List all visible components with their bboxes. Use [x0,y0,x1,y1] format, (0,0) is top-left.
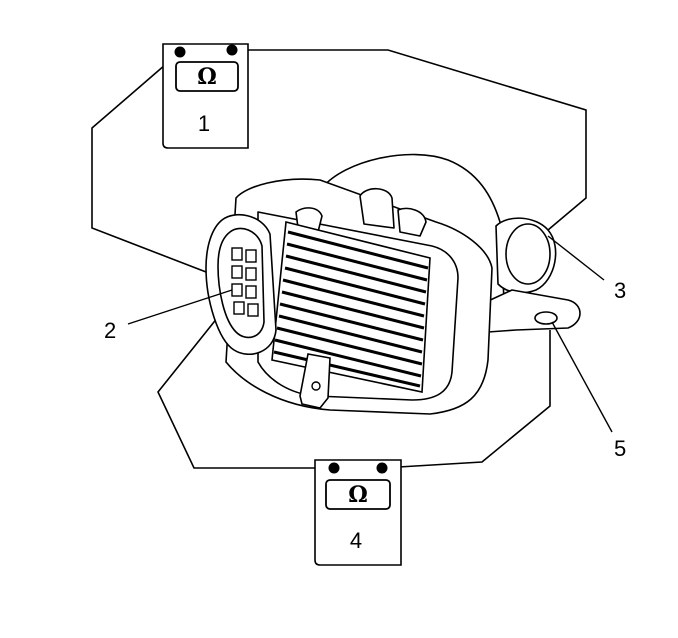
terminal [231,265,243,279]
clip-right [397,207,427,237]
ohmmeter-4-label: 4 [350,528,362,553]
lead-meter4-right [381,330,551,469]
leader-2 [127,289,233,325]
terminal [233,301,245,315]
ohmmeter-4-probe-left [328,462,340,474]
ohmmeter-4-display [325,479,391,510]
fin [273,350,421,388]
terminal [245,285,257,299]
ohmmeter-1-label: 1 [198,111,210,136]
terminal [231,247,243,261]
callout-5: 5 [614,436,626,461]
terminal [231,283,243,297]
strap-top [359,187,395,229]
fin [274,338,422,378]
mounting-bracket [485,289,581,333]
motor-end-face [505,223,551,285]
ohmmeter-1: Ω 1 [162,43,249,149]
leader-5 [551,321,613,433]
leader-lines [127,235,613,433]
ohmmeter-1-probe-right [226,44,238,56]
terminal [245,267,257,281]
housing-inner-frame [257,211,459,401]
fin [281,290,425,330]
electrical-connector [205,213,277,355]
drain-tab [299,353,331,409]
fin [282,278,425,318]
ohmmeter-icon: Ω [197,64,217,90]
terminal [245,249,257,263]
ohmmeter-4: Ω 4 [314,459,402,566]
leader-3 [547,235,605,281]
terminal [247,303,259,317]
lead-meter1-right [232,49,587,231]
callout-2: 2 [104,318,116,343]
ohmmeter-icon: Ω [348,482,368,508]
fin [276,326,423,366]
test-leads [91,49,587,469]
fin [285,254,427,294]
fin [286,242,428,282]
ohmmeter-1-probe-left [174,46,186,58]
bracket-hole [534,311,558,325]
callout-3: 3 [614,278,626,303]
ohmmeter-1-display [175,61,239,92]
fin [279,302,424,342]
fin [287,230,429,270]
connector-terminals [231,247,259,317]
lead-meter4-left [157,291,334,469]
ohmmeter-4-probe-right [376,462,388,474]
drain-tab-hole [311,381,321,391]
lead-meter1-left [91,51,233,283]
fin [278,314,423,354]
fin [284,266,426,306]
cooling-fins [271,220,431,409]
